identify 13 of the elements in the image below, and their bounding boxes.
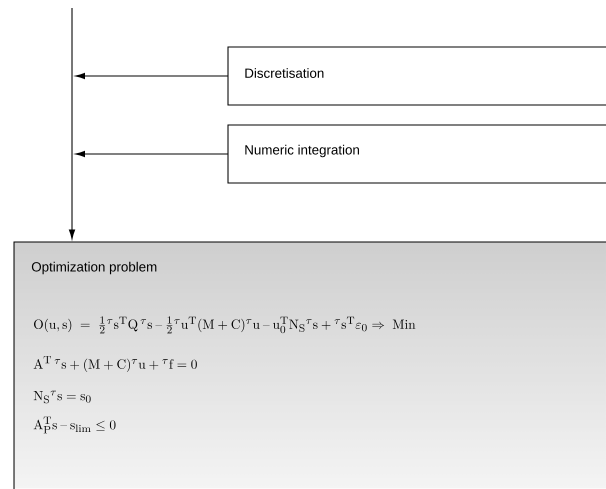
problem-box <box>13 241 606 489</box>
equation: $A^{T}\,{}^{\tau}s+(M+C)^{\tau}u+{}^{\tau}f=0$ <box>34 356 197 372</box>
arrow <box>75 150 228 158</box>
process-box <box>227 124 606 184</box>
process-box <box>227 46 606 106</box>
box-title: Discretisation <box>245 68 324 78</box>
equation: $A_P^{T}s-s_{lim}\le 0$ <box>34 416 116 434</box>
arrow <box>68 8 76 240</box>
box-title: Numeric integration <box>245 144 359 158</box>
box-title: Optimization problem <box>32 262 156 274</box>
arrow <box>75 72 228 80</box>
equation: $O(u,s)\;=\;\frac{1}{2}{}^{\tau}s^{T}Q\,{}^{\tau}s-\frac{1}{2}{}^{\tau}u^{T}(M+C)^{\tau}u-u_0^{T}N_S{}^{\tau}s+{}^{\tau}s^{T}\varepsilon_0\Rightarrow\;Min$ <box>34 316 416 334</box>
equation: $N_S{}^{\tau}s=s_0$ <box>34 390 91 404</box>
